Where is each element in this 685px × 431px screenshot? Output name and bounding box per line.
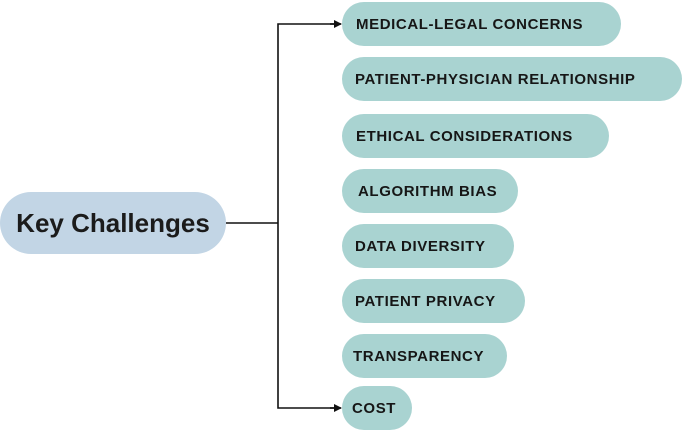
item-node-ethical-considerations: ETHICAL CONSIDERATIONS: [342, 114, 609, 158]
item-node-data-diversity: DATA DIVERSITY: [342, 224, 514, 268]
bracket-line: [277, 23, 340, 409]
item-node-medical-legal-concerns: MEDICAL-LEGAL CONCERNS: [342, 2, 621, 46]
item-node-cost: COST: [342, 386, 412, 430]
root-node-label: Key Challenges: [16, 207, 210, 238]
item-node-label: TRANSPARENCY: [353, 347, 485, 365]
item-node-patient-physician-relationship: PATIENT-PHYSICIAN RELATIONSHIP: [342, 57, 682, 101]
item-node-label: ETHICAL CONSIDERATIONS: [356, 127, 573, 145]
item-node-label: ALGORITHM BIAS: [358, 182, 498, 200]
item-node-patient-privacy: PATIENT PRIVACY: [342, 279, 525, 323]
item-node-label: DATA DIVERSITY: [355, 237, 486, 255]
item-node-transparency: TRANSPARENCY: [342, 334, 507, 378]
item-node-label: MEDICAL-LEGAL CONCERNS: [356, 15, 584, 33]
root-node-key-challenges: Key Challenges: [0, 192, 226, 254]
item-node-label: PATIENT PRIVACY: [355, 292, 496, 310]
item-node-label: COST: [352, 399, 397, 417]
item-node-label: PATIENT-PHYSICIAN RELATIONSHIP: [355, 70, 636, 88]
item-node-algorithm-bias: ALGORITHM BIAS: [342, 169, 518, 213]
